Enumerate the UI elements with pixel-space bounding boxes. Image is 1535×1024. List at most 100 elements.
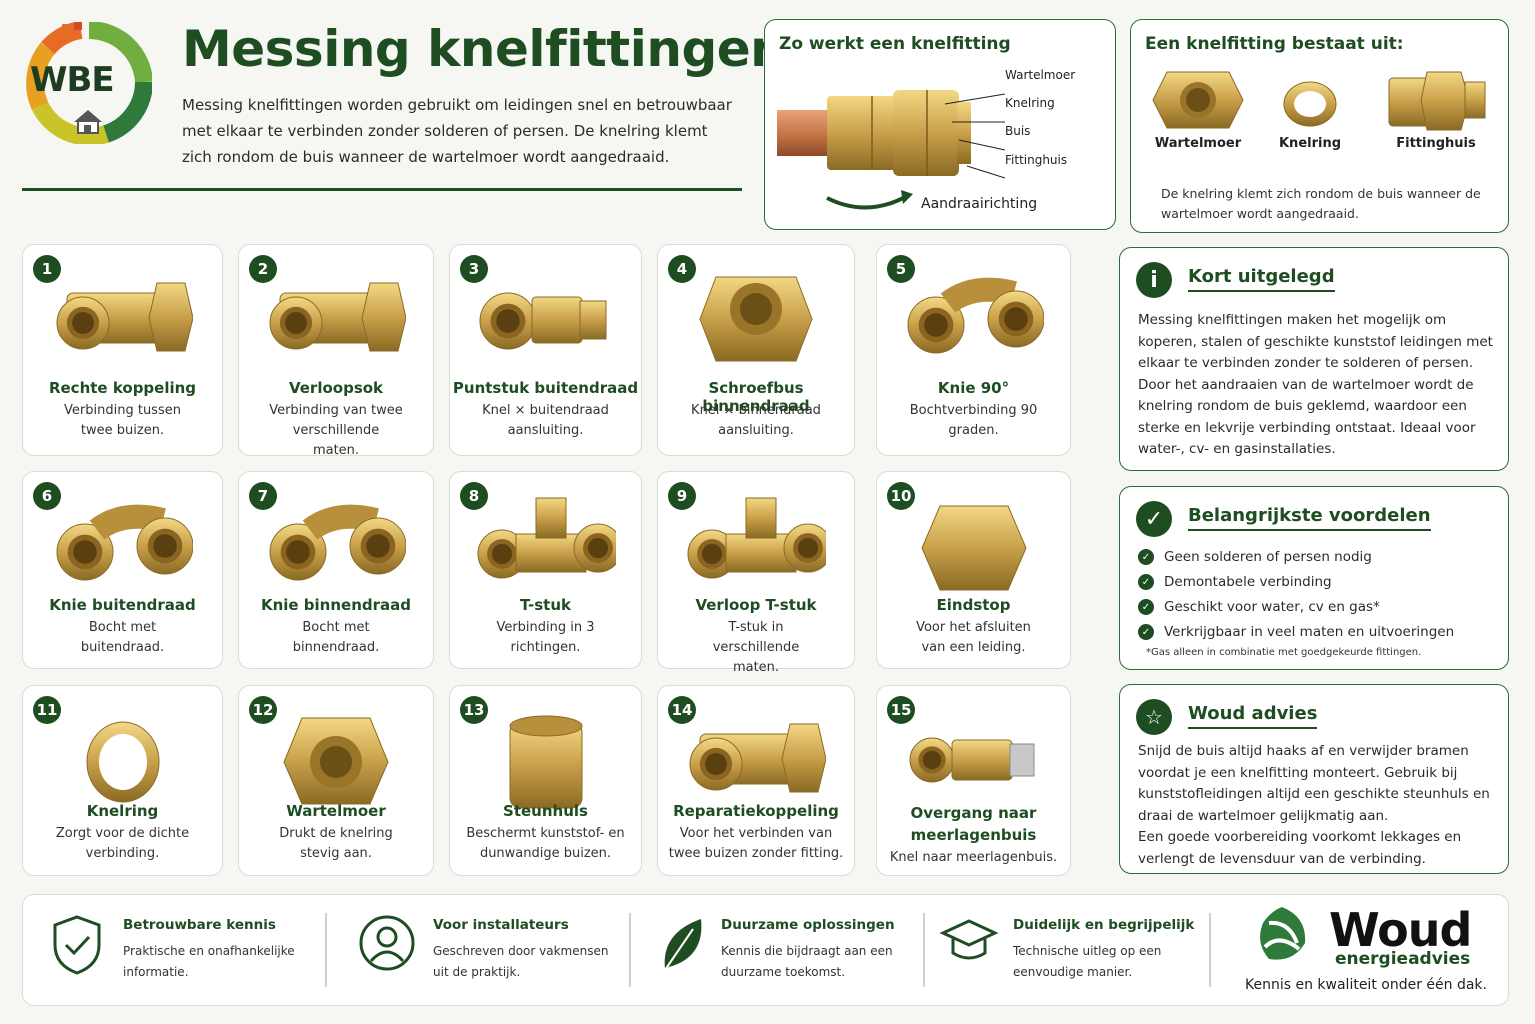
- components-card: Een knelfitting bestaat uit: Wartelmoer …: [1130, 19, 1509, 233]
- checkmark-icon: ✓: [1136, 501, 1172, 537]
- product-name: Reparatiekoppeling: [673, 802, 839, 820]
- product-name: Steunhuls: [503, 802, 588, 820]
- product-description: Knel × binnendraad aansluiting.: [691, 403, 821, 438]
- benefits-title: Belangrijkste voordelen: [1188, 505, 1431, 531]
- product-description: Drukt de knelring stevig aan.: [279, 826, 393, 861]
- product-image: [689, 723, 826, 793]
- advice-card: ☆ Woud advies Snijd de buis altijd haaks…: [1119, 684, 1509, 874]
- fittinghuis-image: [1388, 71, 1486, 131]
- feature-desc: Technische uitleg op een eenvoudige mani…: [1013, 944, 1162, 979]
- benefits-card: ✓ Belangrijkste voordelen ✓ Geen solderen…: [1119, 486, 1509, 670]
- woud-leaf-logo-icon: [1260, 907, 1306, 960]
- footer-separator: [923, 913, 925, 987]
- star-icon: ☆: [1136, 699, 1172, 735]
- tightening-direction-label: Aandraairichting: [921, 196, 1038, 212]
- product-description: Knel × buitendraad aansluiting.: [482, 403, 609, 438]
- how-it-works-title: Zo werkt een knelfitting: [779, 34, 1011, 54]
- product-image: [509, 715, 582, 809]
- product-name: Eindstop: [936, 596, 1011, 614]
- check-icon: ✓: [1138, 574, 1154, 590]
- woud-brand-sub: energieadvies: [1335, 949, 1471, 969]
- how-it-works-card: Zo werkt een knelfitting Wartelmoer Knel…: [764, 19, 1116, 230]
- benefit-item: ✓ Geschikt voor water, cv en gas*: [1138, 599, 1380, 615]
- benefit-item: ✓ Demontabele verbinding: [1138, 574, 1332, 590]
- product-description: Verbinding van twee verschillende maten.: [269, 403, 403, 458]
- wartelmoer-image: [1152, 71, 1244, 129]
- product-number-badge: 12: [249, 696, 277, 724]
- product-name: Overgang naar meerlagenbuis: [910, 804, 1037, 844]
- product-name: Puntstuk buitendraad: [452, 379, 639, 397]
- label-wartelmoer: Wartelmoer: [1005, 68, 1076, 82]
- footer-separator: [325, 913, 327, 987]
- product-name: Knie buitendraad: [49, 596, 196, 614]
- product-number-badge: 9: [668, 482, 696, 510]
- product-number-badge: 11: [33, 696, 61, 724]
- product-name: Verloop T-stuk: [695, 596, 817, 614]
- part-name-fittinghuis: Fittinghuis: [1396, 136, 1476, 151]
- user-icon: [359, 915, 415, 971]
- leaf-icon: [662, 919, 702, 974]
- feature-title: Betrouwbare kennis: [123, 917, 276, 933]
- footer-bar: Betrouwbare kennis Praktische en onafhan…: [22, 894, 1509, 1006]
- feature-title: Duurzame oplossingen: [721, 917, 895, 933]
- benefit-label: Demontabele verbinding: [1164, 574, 1332, 590]
- footer-separator: [629, 913, 631, 987]
- product-description: Bochtverbinding 90 graden.: [909, 403, 1038, 438]
- benefit-label: Geschikt voor water, cv en gas*: [1164, 599, 1380, 615]
- product-description: Beschermt kunststof- en dunwandige buize…: [466, 826, 625, 861]
- product-number-badge: 3: [460, 255, 488, 283]
- check-icon: ✓: [1138, 599, 1154, 615]
- product-number-badge: 14: [668, 696, 696, 724]
- intro-text: Messing knelfittingen worden gebruikt om…: [182, 96, 732, 166]
- product-image: [477, 497, 616, 579]
- product-image: [56, 282, 193, 352]
- product-description: Verbinding tussen twee buizen.: [64, 403, 181, 438]
- benefit-item: ✓ Geen solderen of persen nodig: [1138, 549, 1372, 565]
- benefit-label: Verkrijgbaar in veel maten en uitvoering…: [1164, 624, 1455, 640]
- product-image: [479, 292, 606, 350]
- components-note: De knelring klemt zich rondom de buis wa…: [1161, 186, 1481, 221]
- part-name-knelring: Knelring: [1278, 136, 1342, 151]
- fitting-cross-section-illustration: [777, 90, 1006, 210]
- knelring-image: [1283, 81, 1337, 127]
- info-icon: i: [1136, 262, 1172, 298]
- woud-tagline: Kennis en kwaliteit onder één dak.: [1245, 977, 1487, 993]
- feature-title: Voor installateurs: [433, 917, 569, 933]
- product-number-badge: 13: [460, 696, 488, 724]
- product-image: [909, 737, 1034, 783]
- product-description: Bocht met binnendraad.: [292, 620, 380, 655]
- product-description: Voor het verbinden van twee buizen zonde…: [668, 826, 844, 861]
- label-knelring: Knelring: [1005, 96, 1055, 110]
- advice-text: Snijd de buis altijd haaks af en verwijd…: [1138, 743, 1490, 824]
- product-number-badge: 10: [887, 482, 915, 510]
- feature-desc: Praktische en onafhankelijke informatie.: [123, 944, 295, 979]
- product-image: [907, 277, 1044, 354]
- product-name: Knelring: [86, 802, 159, 820]
- benefit-label: Geen solderen of persen nodig: [1164, 549, 1372, 565]
- wbe-logo: WBE: [26, 20, 153, 146]
- product-name: Wartelmoer: [286, 802, 386, 820]
- product-image: [687, 497, 826, 579]
- product-description: Bocht met buitendraad.: [80, 620, 165, 655]
- product-description: Knel naar meerlagenbuis.: [889, 850, 1058, 865]
- product-image: [269, 282, 406, 352]
- product-number-badge: 8: [460, 482, 488, 510]
- check-icon: ✓: [1138, 549, 1154, 565]
- woud-brand-name: Woud: [1329, 903, 1472, 957]
- product-number-badge: 6: [33, 482, 61, 510]
- product-number-badge: 2: [249, 255, 277, 283]
- product-number-badge: 4: [668, 255, 696, 283]
- product-number-badge: 5: [887, 255, 915, 283]
- check-icon: ✓: [1138, 624, 1154, 640]
- product-description: Voor het afsluiten van een leiding.: [916, 620, 1031, 655]
- product-number-badge: 7: [249, 482, 277, 510]
